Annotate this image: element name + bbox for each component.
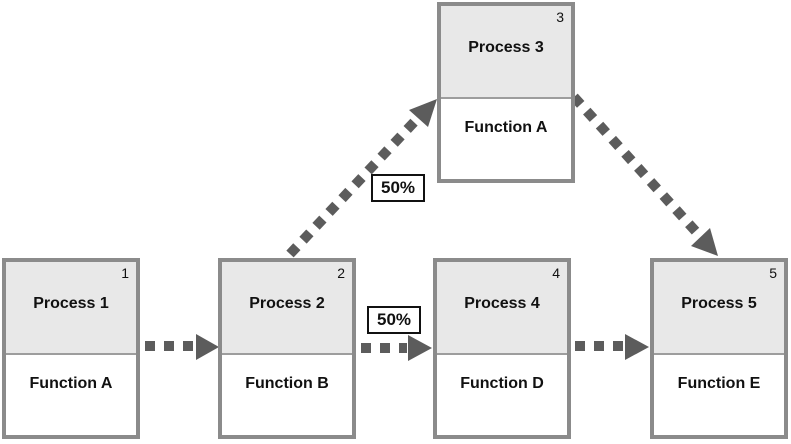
process-header: 3 Process 3 (441, 6, 571, 99)
edge-probability-label-process2-process4: 50% (367, 306, 422, 334)
process-header: 2 Process 2 (222, 262, 352, 355)
function-label: Function A (464, 119, 548, 136)
process-number: 5 (769, 265, 777, 281)
process-node-5[interactable]: 5 Process 5 Function E (650, 258, 788, 439)
process-number: 4 (552, 265, 560, 281)
process-body: Function A (6, 355, 136, 431)
process-body: Function E (654, 355, 784, 431)
process-title: Process 5 (681, 295, 757, 312)
process-title: Process 4 (464, 295, 540, 312)
process-number: 3 (556, 9, 564, 25)
process-body: Function D (437, 355, 567, 431)
process-title: Process 2 (249, 295, 325, 312)
function-label: Function D (460, 375, 544, 392)
arrowhead-icon (691, 228, 718, 256)
edge-process2-process3[interactable] (286, 99, 437, 258)
edge-process1-process2[interactable] (145, 334, 219, 360)
process-header: 5 Process 5 (654, 262, 784, 355)
arrowhead-icon (196, 334, 219, 360)
process-node-2[interactable]: 2 Process 2 Function B (218, 258, 356, 439)
edge-process3-process5[interactable] (570, 93, 718, 256)
process-node-1[interactable]: 1 Process 1 Function A (2, 258, 140, 439)
process-number: 1 (121, 265, 129, 281)
process-number: 2 (337, 265, 345, 281)
process-title: Process 3 (468, 39, 544, 56)
arrowhead-icon (625, 334, 649, 360)
edge-process4-process5[interactable] (575, 334, 649, 360)
process-header: 1 Process 1 (6, 262, 136, 355)
function-label: Function A (29, 375, 113, 392)
process-node-4[interactable]: 4 Process 4 Function D (433, 258, 571, 439)
process-body: Function A (441, 99, 571, 175)
arrowhead-icon (408, 335, 432, 361)
process-header: 4 Process 4 (437, 262, 567, 355)
process-body: Function B (222, 355, 352, 431)
edge-probability-label-process2-process3: 50% (371, 174, 426, 202)
function-label: Function B (245, 375, 329, 392)
process-node-3[interactable]: 3 Process 3 Function A (437, 2, 575, 183)
edge-process2-process4[interactable] (361, 335, 432, 361)
function-label: Function E (677, 375, 761, 392)
process-title: Process 1 (33, 295, 109, 312)
arrowhead-icon (409, 99, 437, 127)
